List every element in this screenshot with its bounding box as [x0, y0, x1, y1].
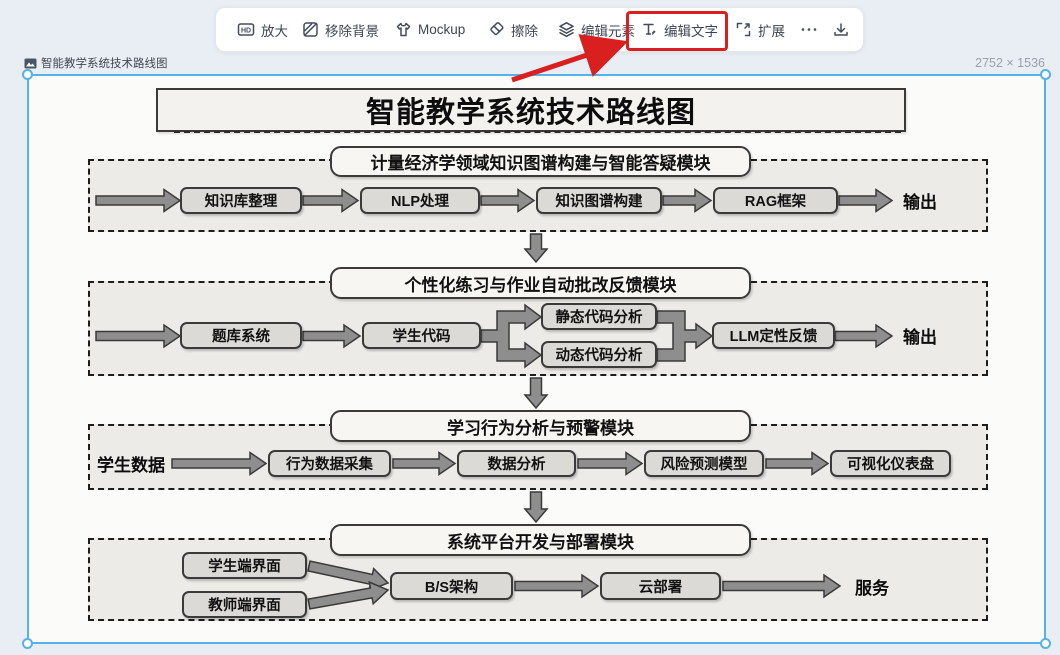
- more-button[interactable]: [799, 8, 819, 51]
- layer-name: 智能教学系统技术路线图: [41, 58, 168, 70]
- image-dimensions: 2752 × 1536: [975, 56, 1045, 70]
- mockup-button[interactable]: Mockup: [395, 8, 465, 51]
- module4-output-label: 服务: [855, 578, 889, 598]
- module3-input-label: 学生数据: [97, 456, 165, 475]
- remove-background-icon: [303, 22, 318, 37]
- selection-handle-top-right[interactable]: [1040, 69, 1051, 80]
- node-knowledge-graph: 知识图谱构建: [536, 187, 662, 214]
- selection-handle-bottom-left[interactable]: [22, 638, 33, 649]
- image-layer-icon: [24, 58, 37, 68]
- more-icon: [801, 28, 817, 31]
- module1-output-label: 输出: [903, 193, 937, 212]
- edit-elements-label: 编辑元素: [581, 23, 635, 39]
- node-student-code: 学生代码: [362, 322, 481, 349]
- expand-icon: [736, 22, 751, 37]
- title-underline: [174, 131, 901, 133]
- remove-background-label: 移除背景: [325, 23, 379, 39]
- upscale-label: 放大: [261, 23, 288, 39]
- node-cloud: 云部署: [600, 572, 721, 600]
- node-nlp: NLP处理: [360, 187, 480, 214]
- editor-toolbar: HD 放大 移除背景 Mockup 擦除 编辑元素: [215, 7, 864, 52]
- erase-label: 擦除: [511, 23, 538, 39]
- node-bs-arch: B/S架构: [390, 572, 513, 600]
- module2-header: 个性化练习与作业自动批改反馈模块: [330, 267, 751, 299]
- expand-label: 扩展: [758, 23, 785, 39]
- node-knowledge-base: 知识库整理: [180, 187, 302, 214]
- erase-button[interactable]: 擦除: [488, 8, 538, 51]
- node-teacher-ui: 教师端界面: [182, 591, 307, 618]
- node-question-bank: 题库系统: [180, 322, 302, 349]
- node-student-ui: 学生端界面: [182, 552, 307, 579]
- node-llm-feedback: LLM定性反馈: [712, 322, 835, 349]
- remove-background-button[interactable]: 移除背景: [302, 8, 379, 51]
- module3-header: 学习行为分析与预警模块: [330, 410, 751, 442]
- edit-text-icon: [643, 23, 656, 36]
- layer-label: 智能教学系统技术路线图: [24, 55, 168, 71]
- module2-output-label: 输出: [903, 328, 937, 347]
- expand-button[interactable]: 扩展: [735, 8, 785, 51]
- module1-header: 计量经济学领域知识图谱构建与智能答疑模块: [330, 146, 751, 177]
- tshirt-icon: [396, 22, 411, 37]
- selection-handle-top-left[interactable]: [22, 69, 33, 80]
- node-risk-model: 风险预测模型: [644, 450, 764, 477]
- selection-handle-bottom-right[interactable]: [1040, 638, 1051, 649]
- download-button[interactable]: [832, 8, 850, 51]
- svg-text:HD: HD: [241, 27, 251, 34]
- edit-text-button[interactable]: 编辑文字: [641, 8, 718, 51]
- node-data-analysis: 数据分析: [457, 450, 576, 477]
- node-dynamic-analysis: 动态代码分析: [541, 341, 657, 368]
- node-rag: RAG框架: [713, 187, 838, 214]
- edit-text-label: 编辑文字: [664, 23, 718, 39]
- node-dashboard: 可视化仪表盘: [830, 450, 951, 477]
- node-behavior-collect: 行为数据采集: [268, 450, 391, 477]
- edit-elements-icon: [559, 22, 574, 38]
- module4-header: 系统平台开发与部署模块: [330, 524, 751, 556]
- download-icon: [834, 22, 848, 36]
- edit-elements-button[interactable]: 编辑元素: [558, 8, 635, 51]
- diagram-title: 智能教学系统技术路线图: [156, 88, 906, 132]
- upscale-button[interactable]: HD 放大: [237, 8, 288, 51]
- mockup-label: Mockup: [418, 22, 466, 37]
- hd-icon: HD: [237, 23, 255, 36]
- node-static-analysis: 静态代码分析: [541, 303, 657, 330]
- eraser-icon: [490, 22, 504, 36]
